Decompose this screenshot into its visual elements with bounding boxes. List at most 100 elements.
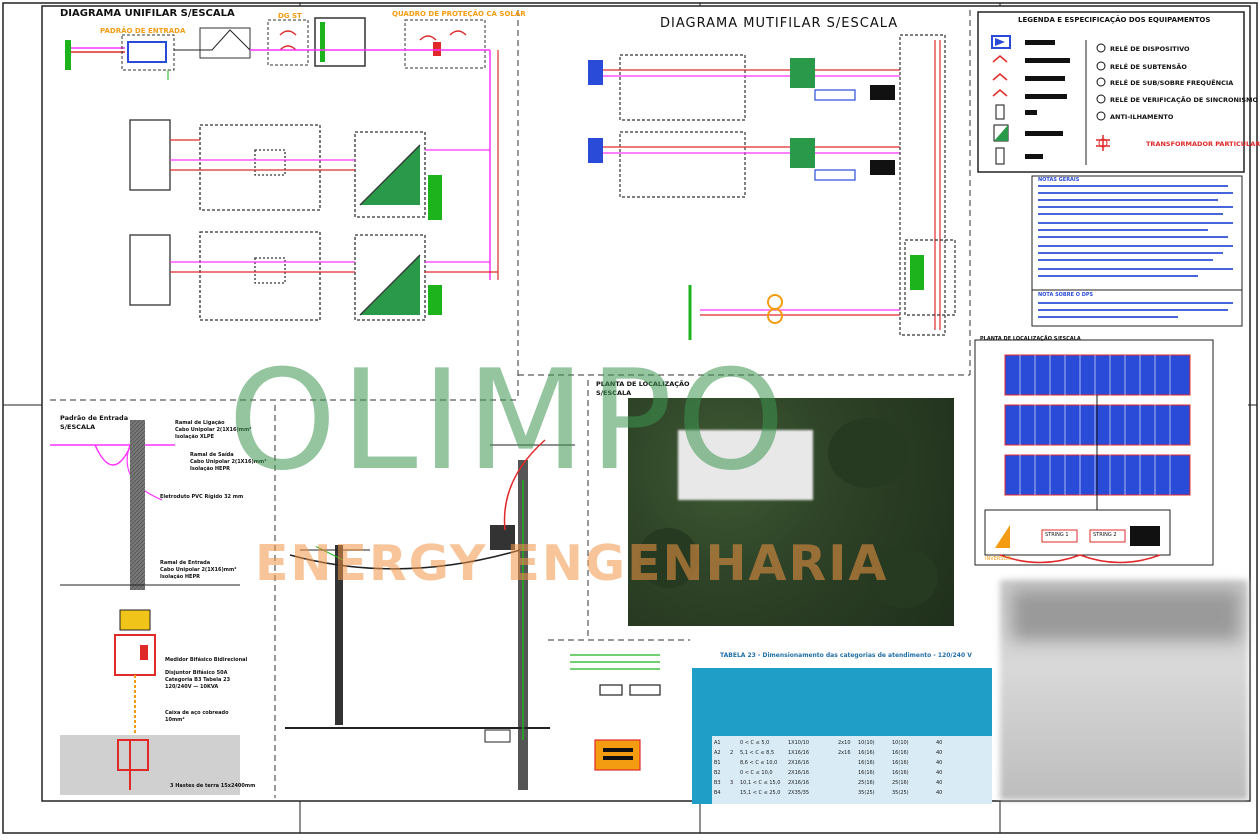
poles-elevation [285, 439, 575, 790]
unifilar-title: DIAGRAMA UNIFILAR S/ESCALA [60, 8, 235, 19]
legend-item: RELÉ DE DISPOSITIVO [1110, 45, 1190, 53]
watermark-energy: ENERGY ENGENHARIA [255, 535, 889, 592]
pole-detail [50, 420, 240, 795]
legend-item: RELÉ DE SUBTENSÃO [1110, 63, 1187, 71]
legend-item: TRANSFORMADOR PARTICULAR [1146, 140, 1260, 148]
inverter-label: INVERSOR [985, 556, 1011, 562]
pv-arrangement [974, 339, 1214, 566]
table-cell: B3 [714, 780, 721, 786]
table-cell: 2X35/35 [788, 790, 810, 796]
table-cell: 5,1 < C ≤ 8,5 [740, 750, 775, 756]
unifilar-diagram [65, 17, 499, 321]
table-cell: 2x10 [838, 740, 851, 746]
watermark-olimpo: OLIMPO [228, 340, 790, 501]
pole-label: Eletroduto PVC Rígido 32 mm [160, 494, 244, 500]
legend-title: LEGENDA E ESPECIFICAÇÃO DOS EQUIPAMENTOS [1018, 16, 1211, 24]
table-cell [926, 758, 936, 768]
pole-label: Caixa de aço cobreado [165, 710, 229, 716]
table-cell [730, 768, 740, 778]
table-cell [828, 768, 838, 778]
pole-label: 3 Hastes de terra 15x2400mm [170, 783, 256, 789]
table-cell: 0 < C ≤ 5,0 [740, 740, 770, 746]
pole-label: 120/240V — 10KVA [165, 684, 219, 690]
table-cell [926, 788, 936, 798]
table-cell [926, 778, 936, 788]
table-cell [730, 738, 740, 748]
legend-item: RELÉ DE SUB/SOBRE FREQUÊNCIA [1110, 79, 1234, 87]
planta-localizacao-title: PLANTA DE LOCALIZAÇÃO [596, 380, 690, 388]
multifilar-diagram [588, 34, 956, 340]
table-cell: 2X16/16 [788, 760, 810, 766]
pole-label: Isolação XLPE [175, 434, 214, 440]
table-cell: 40 [936, 780, 943, 786]
table-cell: 40 [936, 790, 943, 796]
pole-label: Categoria B3 Tabela 23 [165, 677, 231, 683]
pole-label: Cabo Unipolar 2(1X16)mm² [175, 427, 252, 433]
pole-label: Ramal de Saída [190, 452, 234, 458]
quadro-protecao-label: QUADRO DE PROTEÇÃO CA SOLAR [392, 10, 526, 18]
table-cell: 2X16/16 [788, 780, 810, 786]
table-cell: 3 [730, 780, 734, 786]
table-cell: 0 < C ≤ 10,0 [740, 770, 773, 776]
table-cell [730, 788, 740, 798]
small-circuit [570, 654, 661, 771]
table-cell: 40 [936, 740, 943, 746]
table-cell [838, 768, 858, 778]
notes-header: NOTAS GERAIS [1038, 177, 1080, 183]
table-cell: 25(16) [858, 780, 875, 786]
table-row: A2 2 5,1 < C ≤ 8,5 1X16/16 2x16 16(16) 16(16) 4… [714, 748, 990, 758]
table-cell: 1X16/16 [788, 750, 810, 756]
pole-label: 10mm² [165, 717, 185, 723]
table-cell: 2x16 [838, 750, 851, 756]
table-cell [828, 758, 838, 768]
table-cell [828, 788, 838, 798]
table-cell [730, 758, 740, 768]
table-cell: 15,1 < C ≤ 25,0 [740, 790, 781, 796]
multifilar-title: DIAGRAMA MUTIFILAR S/ESCALA [660, 16, 899, 31]
pole-label: Ramal de Ligação [175, 420, 225, 426]
table-cell [838, 788, 858, 798]
table-title: TABELA 23 - Dimensionamento das categori… [720, 652, 972, 659]
table-cell [926, 738, 936, 748]
pole-label: Disjuntor Bifásico 50A [165, 670, 228, 676]
table-cell: 16(16) [858, 760, 875, 766]
table-cell: 40 [936, 770, 943, 776]
planta-localizacao-scale: S/ESCALA [596, 389, 632, 397]
table-cell [926, 748, 936, 758]
table-cell: A2 [714, 750, 721, 756]
table-cell: 35(25) [892, 790, 909, 796]
table-cell [838, 758, 858, 768]
location-aerial-photo [628, 398, 954, 626]
table-cell: B1 [714, 760, 721, 766]
table-cell [828, 748, 838, 758]
pole-label: Cabo Unipolar 2(1X16)mm² [190, 459, 267, 465]
table-cell: 35(25) [858, 790, 875, 796]
table-cell: 10,1 < C ≤ 15,0 [740, 780, 781, 786]
notes-header: NOTA SOBRE O DPS [1038, 292, 1094, 298]
table-cell: A1 [714, 740, 721, 746]
pole-label: Ramal de Entrada [160, 560, 211, 566]
table-cell [926, 768, 936, 778]
table-cell: 2X16/16 [788, 770, 810, 776]
padrao-detail-scale: S/ESCALA [60, 423, 96, 431]
table-cell: 16(16) [892, 750, 909, 756]
table-cell: 2 [730, 750, 734, 756]
padrao-detail-title: Padrão de Entrada [60, 414, 129, 422]
title-block-logo-blurred [1012, 590, 1240, 640]
string-label: STRING 2 [1093, 532, 1117, 538]
pole-label: Isolação HEPR [160, 574, 200, 580]
arranjo-title: PLANTA DE LOCALIZAÇÃO S/ESCALA [980, 336, 1081, 342]
table-cell: 40 [936, 750, 943, 756]
table-cell: B2 [714, 770, 721, 776]
table-cell: 16(16) [858, 770, 875, 776]
table-cell: 16(16) [858, 750, 875, 756]
table-cell: 1X10/10 [788, 740, 810, 746]
table-cell [828, 778, 838, 788]
table-cell: 10(10) [892, 740, 909, 746]
table-cell: 40 [936, 760, 943, 766]
